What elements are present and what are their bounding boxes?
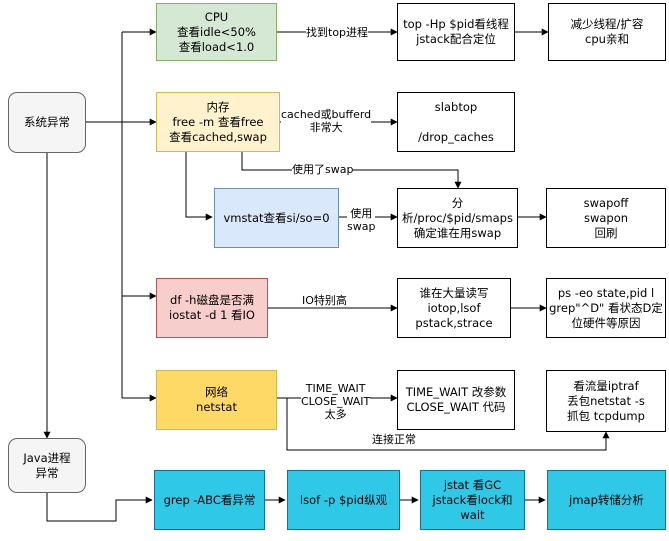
edge-label-tw-cw: TIME_WAIT CLOSE_WAIT 太多 bbox=[301, 382, 371, 421]
jmap-node: jmap转储分析 bbox=[547, 470, 666, 530]
cpu-tools-node: top -Hp $pid看线程 jstack配合定位 bbox=[397, 3, 515, 61]
grep-node: grep -ABC看异常 bbox=[154, 470, 265, 530]
cpu-fix-node: 减少线程/扩容 cpu亲和 bbox=[548, 3, 666, 61]
ps-state-node: ps -eo state,pid l grep"^D" 看状态D定 位硬件等原因 bbox=[546, 278, 666, 338]
edge-label-io-high: IO特别高 bbox=[302, 294, 347, 307]
lsof-node: lsof -p $pid纵观 bbox=[287, 470, 400, 530]
memory-node: 内存 free -m 查看free 查看cached,swap bbox=[156, 92, 280, 152]
edge-label-used-swap: 使用了swap bbox=[292, 163, 354, 176]
edge-label-conn-ok: 连接正常 bbox=[372, 433, 416, 446]
time-wait-node: TIME_WAIT 改参数 CLOSE_WAIT 代码 bbox=[397, 370, 515, 430]
vmstat-node: vmstat查看si/so=0 bbox=[214, 188, 339, 248]
network-node: 网络 netstat bbox=[156, 370, 277, 430]
edge-label-cached-large: cached或bufferd 非常大 bbox=[281, 108, 372, 134]
system-error-node: 系统异常 bbox=[8, 92, 86, 153]
smaps-node: 分析/proc/$pid/smaps 确定谁在用swap bbox=[397, 188, 518, 248]
swapoff-node: swapoff swapon 回刷 bbox=[546, 188, 666, 248]
edge-label-use-swap: 使用 swap bbox=[347, 207, 376, 233]
cpu-node: CPU 查看idle<50% 查看load<1.0 bbox=[156, 3, 277, 61]
traffic-node: 看流量iptraf 丢包netstat -s 抓包 tcpdump bbox=[546, 370, 666, 432]
disk-node: df -h磁盘是否满 iostat -d 1 看IO bbox=[156, 278, 268, 338]
slabtop-node: slabtop /drop_caches bbox=[397, 92, 515, 152]
java-error-node: Java进程 异常 bbox=[8, 438, 86, 493]
jstat-node: jstat 看GC jstack看lock和wait bbox=[420, 470, 525, 530]
io-tools-node: 谁在大量读写 iotop,lsof pstack,strace bbox=[397, 278, 511, 338]
edge-label-find-top: 找到top进程 bbox=[306, 26, 369, 39]
